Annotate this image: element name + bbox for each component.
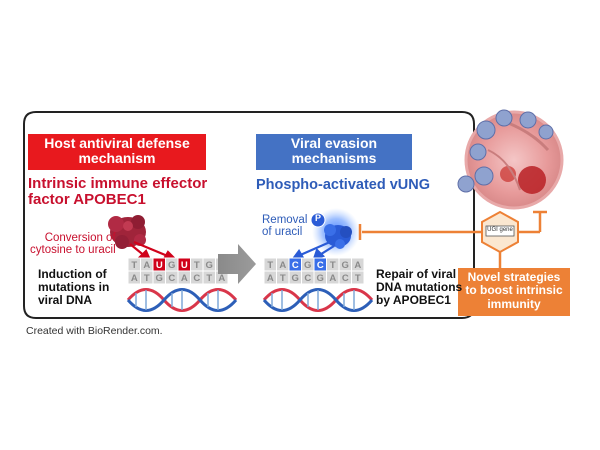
host-dna-base: G bbox=[206, 260, 213, 271]
evasion-dna-base: G bbox=[317, 273, 324, 284]
host-header-box bbox=[28, 134, 206, 170]
host-dna-base: G bbox=[168, 260, 175, 271]
evasion-dna-base: A bbox=[329, 273, 336, 284]
host-header-line1: Host antiviral defense bbox=[44, 135, 190, 151]
removal-label: Removal of uracil bbox=[262, 214, 307, 239]
strategy-line3: immunity bbox=[487, 296, 541, 311]
host-dna-base: U bbox=[181, 260, 188, 271]
evasion-dna-base: G bbox=[342, 260, 349, 271]
viral-header: Viral evasion mechanisms bbox=[256, 135, 412, 167]
repair-line1: Repair of viral bbox=[376, 267, 457, 281]
host-dna-base: T bbox=[194, 260, 200, 271]
strategy-box bbox=[458, 268, 570, 316]
evasion-dna-base: T bbox=[330, 260, 336, 271]
transition-arrow bbox=[218, 244, 256, 284]
vung-enzyme-icon bbox=[324, 224, 352, 249]
host-dna-base: G bbox=[156, 273, 163, 284]
evasion-dna-base: C bbox=[317, 260, 324, 271]
repair-label: Repair of viral DNA mutations by APOBEC1 bbox=[376, 268, 462, 307]
evasion-dna-base: G bbox=[304, 260, 311, 271]
evasion-dna-base: C bbox=[304, 273, 311, 284]
evasion-dna-base: T bbox=[355, 273, 361, 284]
evasion-dna-base: A bbox=[354, 260, 361, 271]
host-dna-base: A bbox=[131, 273, 138, 284]
evasion-dna-base: C bbox=[342, 273, 349, 284]
host-dna-base: A bbox=[143, 260, 150, 271]
vung-title: Phospho-activated vUNG bbox=[256, 177, 431, 193]
evasion-dna-base: C bbox=[292, 260, 299, 271]
ugi-gene-label: UGI gene bbox=[487, 227, 513, 233]
evasion-dna-base: T bbox=[267, 260, 273, 271]
ugi-gene-box bbox=[485, 225, 515, 237]
conversion-line2: cytosine to uracil bbox=[30, 244, 116, 257]
induction-line1: Induction of bbox=[38, 267, 107, 281]
host-header-line2: mechanism bbox=[78, 150, 156, 167]
host-dna-grid: TAUGUTGAATGCACTA bbox=[127, 257, 229, 285]
repair-line2: DNA mutations bbox=[376, 279, 463, 294]
host-dna-helix-icon bbox=[126, 288, 238, 312]
removal-line2: of uracil bbox=[262, 226, 303, 239]
evasion-dna-cell bbox=[351, 270, 365, 285]
evasion-dna-base: A bbox=[267, 273, 274, 284]
induction-label: Induction of mutations in viral DNA bbox=[38, 268, 109, 307]
viral-header-box bbox=[256, 134, 412, 170]
strategy-line2: to boost intrinsic bbox=[465, 283, 563, 298]
inhibition-line bbox=[358, 210, 547, 268]
evasion-dna-base: G bbox=[292, 273, 299, 284]
conversion-label: Conversion of cytosine to uracil bbox=[30, 232, 116, 257]
host-dna-base: C bbox=[193, 273, 200, 284]
virus-particles-icon bbox=[457, 109, 554, 193]
biorender-credit: Created with BioRender.com. bbox=[26, 325, 163, 337]
phosphate-icon bbox=[310, 212, 326, 228]
host-header: Host antiviral defense mechanism bbox=[28, 135, 206, 167]
induction-line2: mutations in bbox=[38, 279, 110, 294]
evasion-dna-helix-icon bbox=[262, 288, 374, 312]
removal-arrows bbox=[290, 240, 335, 261]
induction-line3: viral DNA bbox=[38, 292, 93, 307]
host-dna-base: T bbox=[144, 273, 150, 284]
repair-line3: by APOBEC1 bbox=[376, 292, 451, 307]
strategy-line1: Novel strategies bbox=[467, 270, 561, 284]
strategy-text: Novel strategies to boost intrinsic immu… bbox=[458, 270, 570, 311]
apobec1-enzyme-icon bbox=[108, 215, 146, 249]
evasion-dna-base: T bbox=[280, 273, 286, 284]
host-dna-base: A bbox=[218, 273, 225, 284]
host-dna-base: T bbox=[206, 273, 212, 284]
host-dna-base: A bbox=[181, 273, 188, 284]
host-title-line2: factor APOBEC1 bbox=[28, 191, 146, 209]
viral-header-line1: Viral evasion bbox=[290, 135, 378, 151]
phospho-label: P bbox=[314, 213, 321, 223]
host-title-line1: Intrinsic immune effector bbox=[28, 175, 208, 192]
host-title: Intrinsic immune effector factor APOBEC1 bbox=[28, 175, 208, 209]
host-dna-base: U bbox=[156, 260, 163, 271]
host-dna-base: T bbox=[131, 260, 137, 271]
removal-line1: Removal bbox=[262, 214, 308, 226]
viral-header-line2: mechanisms bbox=[291, 150, 377, 167]
host-dna-base: C bbox=[168, 273, 175, 284]
conversion-line1: Conversion of bbox=[44, 232, 116, 244]
evasion-dna-base: A bbox=[279, 260, 286, 271]
